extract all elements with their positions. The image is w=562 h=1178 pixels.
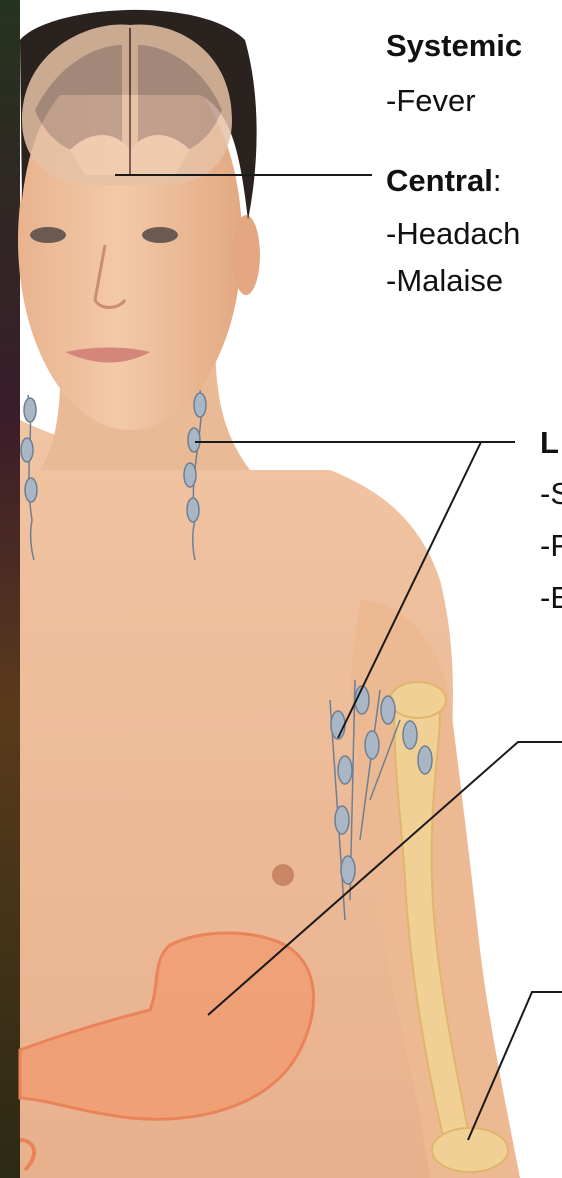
left-eye <box>30 227 66 243</box>
lymph-item-1: -S <box>540 478 562 509</box>
central-heading: Central: <box>386 165 501 196</box>
central-heading-text: Central <box>386 163 493 198</box>
systemic-heading: Systemic <box>386 30 522 61</box>
left-edge-strip <box>0 0 20 1178</box>
lymph-item-2: -F <box>540 530 562 561</box>
nipple <box>272 864 294 886</box>
right-ear <box>232 215 260 295</box>
lymph-heading: L <box>540 427 559 458</box>
central-item-malaise: -Malaise <box>386 265 503 296</box>
right-eye <box>142 227 178 243</box>
systemic-heading-text: Systemic <box>386 28 522 63</box>
systemic-item-fever: -Fever <box>386 85 476 116</box>
lymph-item-3: -E <box>540 582 562 613</box>
lymph-heading-text: L <box>540 425 559 460</box>
central-item-headache: -Headach <box>386 218 520 249</box>
central-heading-colon: : <box>493 163 502 198</box>
